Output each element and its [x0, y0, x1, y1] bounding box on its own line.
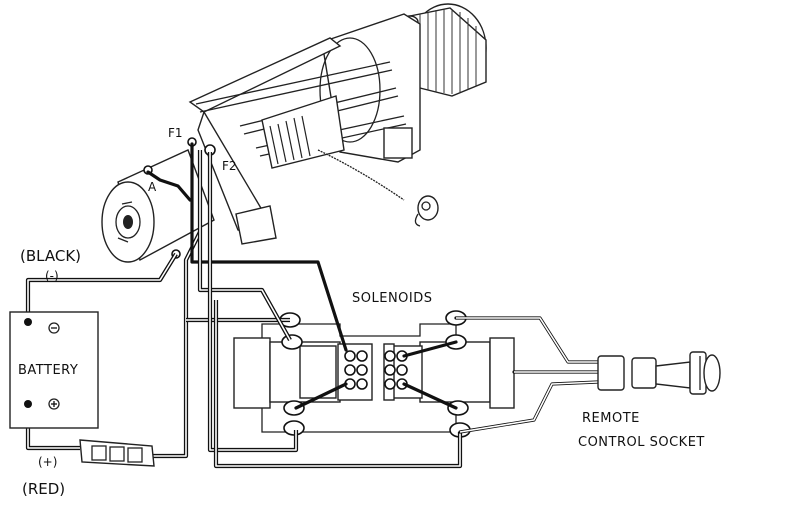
remote-control-socket — [597, 351, 721, 395]
label-control-socket: CONTROL SOCKET — [578, 435, 705, 450]
wire-rope-and-hook — [317, 149, 439, 227]
battery-positive-terminal — [24, 400, 32, 408]
label-battery: BATTERY — [18, 363, 78, 378]
plus-terminal-icon — [48, 398, 60, 410]
battery-negative-terminal — [24, 318, 32, 326]
gearbox-housing — [399, 3, 487, 97]
minus-terminal-icon — [48, 322, 60, 334]
label-black: (BLACK) — [20, 247, 81, 265]
wiring-harness — [25, 142, 600, 469]
label-a: A — [148, 180, 157, 194]
label-f1: F1 — [168, 126, 183, 140]
label-solenoids: SOLENOIDS — [352, 291, 433, 306]
solenoid-pack — [233, 310, 515, 438]
winch-assembly — [101, 3, 487, 263]
solenoid-studs — [279, 310, 471, 438]
inline-fuse — [79, 439, 155, 467]
label-f2: F2 — [222, 159, 237, 173]
label-plus: (+) — [38, 455, 57, 469]
label-remote: REMOTE — [582, 411, 640, 426]
winch-frame — [188, 13, 421, 245]
label-minus: (-) — [45, 269, 59, 283]
label-red: (RED) — [22, 480, 65, 498]
cable-drum — [261, 95, 345, 169]
winch-motor — [101, 149, 215, 263]
battery — [9, 311, 99, 429]
